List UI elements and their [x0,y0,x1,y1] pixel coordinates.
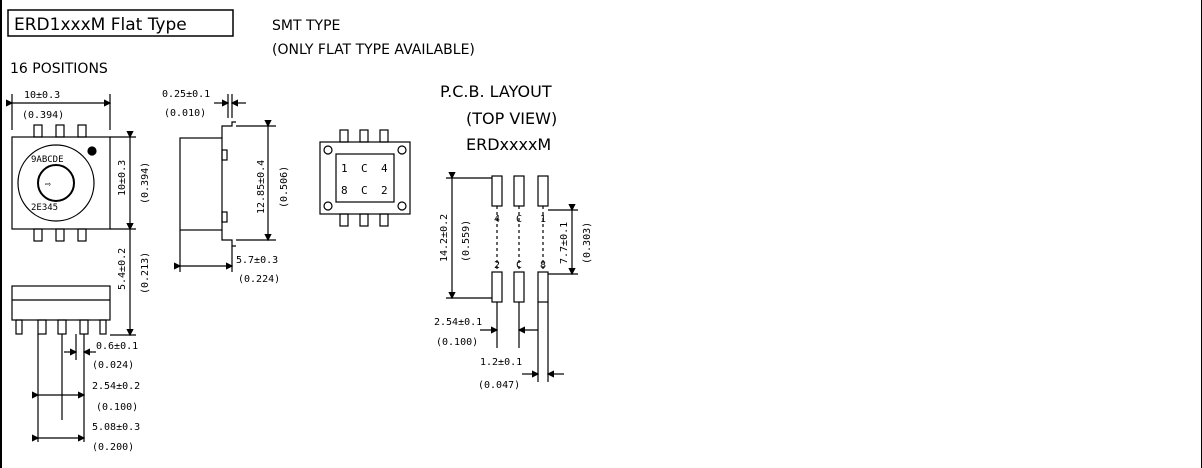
dim-025: 0.25±0.1 [162,89,210,100]
chip-pin-c-bottom: C [361,184,368,197]
chip-pin-1: 1 [341,162,348,175]
pcb-pin-8: 8 [540,260,546,271]
dim-height-inch: (0.394) [140,162,151,204]
dim-06: 0.6±0.1 [96,341,138,352]
dim-width: 10±0.3 [24,90,60,101]
dim-width-inch: (0.394) [22,110,64,121]
pcb-pin-c-bottom: C [516,260,522,271]
dim-height: 10±0.3 [117,160,128,196]
dial-characters: ⇨ 9ABCDE 2E345 [31,155,64,213]
chip-pin-8: 8 [341,184,348,197]
chip-pin-view [319,129,411,227]
pcb-title: P.C.B. LAYOUT [440,82,552,101]
pcb-pin-1: 1 [540,214,546,225]
chip-pin-4: 4 [381,162,388,175]
smt-type-label: SMT TYPE [272,18,340,34]
switch-profile-view [174,94,276,272]
dim-57: 5.7±0.3 [236,255,278,266]
dim-254a-inch: (0.100) [96,402,138,413]
dim-12-inch: (0.047) [478,380,520,391]
dim-254b-inch: (0.100) [436,337,478,348]
dim-025-inch: (0.010) [164,108,206,119]
dial-arrow: ⇨ [45,179,51,190]
dial-text-bottom: 2E345 [31,203,58,213]
dim-254b: 2.54±0.1 [434,317,482,328]
dim-508: 5.08±0.3 [92,422,140,433]
only-flat-label: (ONLY FLAT TYPE AVAILABLE) [272,42,475,58]
chip-pin-c-top: C [361,162,368,175]
pcb-part: ERDxxxxM [466,135,551,154]
pcb-pin-2: 2 [494,260,500,271]
dim-142: 14.2±0.2 [439,214,450,262]
dim-1285-inch: (0.506) [279,166,290,208]
dim-06-inch: (0.024) [92,360,134,371]
dial-text-top: 9ABCDE [31,155,64,165]
pcb-subtitle: (TOP VIEW) [466,109,557,128]
dim-254a: 2.54±0.2 [92,381,140,392]
dim-508-inch: (0.200) [92,442,134,453]
dim-142-inch: (0.559) [461,220,472,262]
pcb-pin-c-top: C [516,214,522,225]
type-box [7,9,234,37]
positions-label: 16 POSITIONS [10,61,108,77]
dim-77: 7.7±0.1 [559,222,570,264]
type-box-label: ERD1xxxM Flat Type [14,15,187,35]
pcb-pin-4: 4 [494,214,500,225]
left-border [0,0,2,468]
pcb-pads [446,172,578,382]
dim-12: 1.2±0.1 [480,357,522,368]
dim-57-inch: (0.224) [238,274,280,285]
dim-54-inch: (0.213) [140,252,151,294]
dim-1285: 12.85±0.4 [256,160,267,214]
dim-77-inch: (0.303) [582,222,593,264]
switch-top-view [6,94,136,337]
dim-54: 5.4±0.2 [117,248,128,290]
chip-pin-2: 2 [381,184,388,197]
switch-side-view [11,285,111,442]
